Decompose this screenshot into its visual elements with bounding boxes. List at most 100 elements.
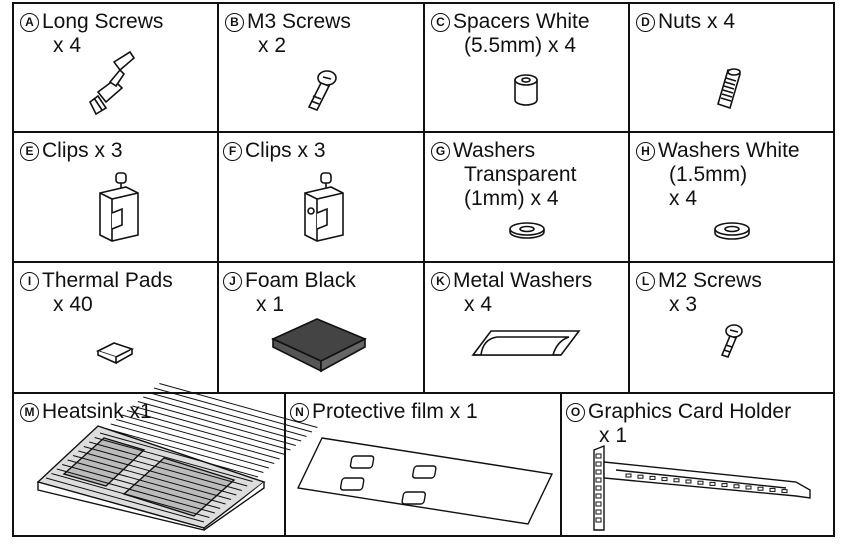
part-letter-badge: M	[20, 403, 39, 422]
part-name: Heatsink x1	[42, 400, 152, 423]
heatsink-fin	[116, 419, 275, 464]
metal-washer-illustration	[471, 330, 581, 356]
column-divider	[423, 2, 425, 393]
row-divider	[12, 392, 835, 394]
part-letter-badge: C	[431, 13, 450, 32]
part-name: Foam Black	[245, 269, 356, 292]
heatsink-fin	[153, 387, 313, 433]
part-quantity: x 1	[599, 424, 628, 447]
holder-slot	[673, 478, 680, 483]
transparent-washer-illustration	[509, 222, 545, 239]
white-spacer-illustration	[514, 74, 538, 106]
heatsink-fin	[72, 455, 232, 500]
part-name: M2 Screws	[658, 269, 762, 292]
part-letter-badge: I	[20, 272, 39, 291]
holder-slot	[595, 509, 602, 515]
column-divider	[628, 2, 630, 393]
part-quantity: x 1	[256, 293, 285, 316]
part-name: Washers White	[658, 139, 800, 162]
part-name: Washers	[453, 139, 536, 162]
heatsink-fin	[126, 410, 286, 455]
holder-slot	[595, 517, 602, 523]
part-name: Metal Washers	[453, 269, 593, 292]
holder-slot	[685, 479, 692, 484]
part-quantity: x 4	[669, 187, 698, 210]
part-name: Transparent	[464, 163, 577, 186]
part-name: Graphics Card Holder	[588, 400, 792, 423]
part-letter-badge: G	[431, 142, 450, 161]
part-letter-badge: O	[566, 403, 585, 422]
heatsink-fin	[78, 450, 237, 496]
heatsink-fin	[94, 437, 253, 482]
part-name: Spacers White	[453, 10, 590, 33]
m2-screw-illustration	[720, 324, 743, 358]
black-foam-illustration	[271, 318, 367, 373]
long-screw-illustration	[88, 50, 136, 116]
heatsink-fin	[110, 423, 269, 469]
holder-slot	[733, 484, 740, 489]
part-quantity: (1mm) x 4	[464, 187, 559, 210]
clip-illustration	[99, 172, 139, 242]
part-quantity: x 40	[53, 293, 93, 316]
part-name: Long Screws	[42, 10, 164, 33]
heatsink-fin	[62, 464, 221, 509]
holder-slot	[637, 474, 644, 479]
part-letter-badge: H	[636, 142, 655, 161]
heatsink-fin	[56, 468, 215, 514]
holder-slot	[757, 486, 764, 491]
column-divider	[560, 393, 562, 537]
holder-slot	[595, 453, 602, 459]
column-divider	[284, 393, 286, 537]
m3-screw-illustration	[307, 70, 337, 112]
clip-with-hole-illustration	[304, 172, 344, 242]
part-letter-badge: J	[223, 272, 242, 291]
heatsink-fin	[159, 383, 318, 428]
heatsink-illustration	[36, 383, 318, 531]
part-name: Thermal Pads	[42, 269, 173, 292]
part-letter-badge: B	[225, 13, 244, 32]
heatsink-fin	[89, 441, 248, 487]
holder-slot	[625, 473, 632, 478]
heatsink-fin	[105, 428, 264, 473]
white-washer-illustration	[714, 222, 750, 240]
part-quantity: x 3	[669, 293, 698, 316]
holder-slot	[661, 477, 668, 482]
holder-slot	[595, 469, 602, 475]
heatsink-fin	[143, 396, 302, 442]
part-name: (1.5mm)	[669, 163, 748, 186]
heatsink-fin	[83, 446, 242, 491]
part-letter-badge: L	[636, 272, 655, 291]
heatsink-fin	[67, 459, 226, 505]
column-divider	[217, 2, 219, 393]
part-letter-badge: F	[223, 142, 242, 161]
holder-slot	[769, 487, 776, 492]
holder-slot	[709, 481, 716, 486]
part-name: Protective film x 1	[312, 400, 478, 423]
heatsink-fin	[45, 477, 205, 523]
part-letter-badge: D	[636, 13, 655, 32]
holder-slot	[697, 480, 704, 485]
nut-illustration	[717, 68, 741, 110]
